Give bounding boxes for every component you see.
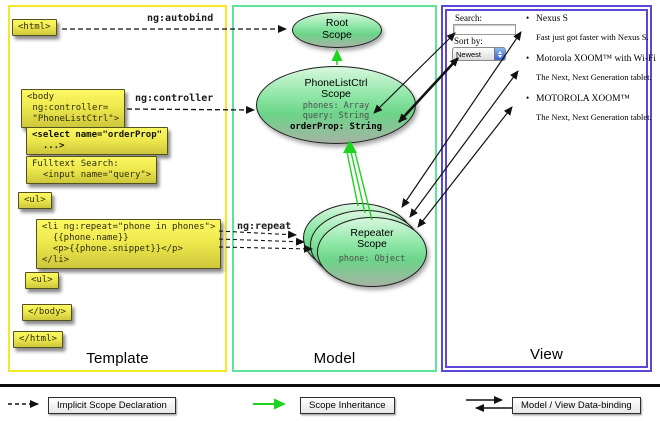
- code-box-fulltext-search: Fulltext Search: <input name="query">: [26, 156, 158, 184]
- item-desc: The Next, Next Generation tablet.: [536, 72, 652, 82]
- phonelistctrl-prop-phones: phones: Array: [302, 101, 370, 112]
- bullet-icon: •: [526, 53, 530, 63]
- ng-autobind-label: ng:autobind: [147, 13, 214, 24]
- ng-repeat-label: ng:repeat: [237, 221, 292, 232]
- bullet-icon: •: [526, 93, 530, 103]
- code-box-body-open: <body ng:controller= "PhoneListCtrl">: [21, 89, 126, 128]
- list-item: • MOTOROLA XOOM™ The Next, Next Generatio…: [526, 93, 658, 122]
- model-column-label: Model: [313, 350, 356, 367]
- legend-implicit-scope-box: Implicit Scope Declaration: [48, 397, 176, 414]
- list-item: • Motorola XOOM™ with Wi-Fi The Next, Nex…: [526, 53, 658, 82]
- dropdown-stepper-icon: [494, 48, 505, 60]
- legend-separator-line: [0, 384, 660, 387]
- item-title: Motorola XOOM™ with Wi-Fi: [536, 54, 656, 64]
- list-item: • Nexus S Fast just got faster with Nexus…: [526, 13, 658, 42]
- model-column: Model: [232, 5, 437, 372]
- search-input[interactable]: [453, 24, 516, 35]
- template-column-label: Template: [86, 350, 149, 367]
- repeater-scope-ellipse-front: Repeater Scope phone: Object: [317, 217, 427, 287]
- repeater-scope-title: Repeater Scope: [350, 226, 394, 251]
- code-box-ul-2: <ul>: [25, 272, 59, 289]
- repeater-prop-phone: phone: Object: [338, 254, 406, 265]
- root-scope-ellipse: Root Scope: [292, 12, 382, 48]
- item-title: MOTOROLA XOOM™: [536, 94, 630, 104]
- phonelistctrl-scope-title: PhoneListCtrl Scope: [304, 76, 368, 101]
- view-column-label: View: [529, 346, 564, 363]
- ng-controller-label: ng:controller: [135, 93, 214, 104]
- sort-dropdown[interactable]: Newest: [452, 47, 506, 61]
- phonelistctrl-prop-query: query: String: [302, 111, 370, 122]
- item-desc: Fast just got faster with Nexus S.: [536, 32, 649, 42]
- phonelistctrl-scope-ellipse: PhoneListCtrl Scope phones: Array query:…: [256, 66, 416, 144]
- code-box-ul-1: <ul>: [18, 192, 52, 209]
- bullet-icon: •: [526, 13, 530, 23]
- legend-implicit-label: Implicit Scope Declaration: [57, 400, 167, 411]
- code-box-li-repeat: <li ng:repeat="phone in phones"> {{phone…: [36, 219, 222, 269]
- code-box-body-close: </body>: [22, 304, 72, 321]
- search-label: Search:: [455, 13, 482, 23]
- item-title: Nexus S: [536, 14, 568, 24]
- template-column: Template: [8, 5, 227, 372]
- phonelistctrl-prop-orderprop: orderProp: String: [289, 121, 383, 132]
- legend-data-binding-box: Model / View Data-binding: [512, 397, 641, 414]
- legend-binding-label: Model / View Data-binding: [521, 400, 632, 411]
- legend-inheritance-label: Scope Inheritance: [309, 400, 386, 411]
- code-box-html-close: </html>: [13, 331, 63, 348]
- sort-dropdown-value: Newest: [456, 49, 482, 59]
- legend-scope-inheritance-box: Scope Inheritance: [300, 397, 395, 414]
- sort-by-label: Sort by:: [454, 36, 483, 46]
- code-box-html-open: <html>: [12, 19, 57, 36]
- code-box-select: <select name="orderProp" ...>: [26, 127, 169, 155]
- root-scope-title: Root Scope: [322, 17, 352, 41]
- item-desc: The Next, Next Generation tablet.: [536, 112, 652, 122]
